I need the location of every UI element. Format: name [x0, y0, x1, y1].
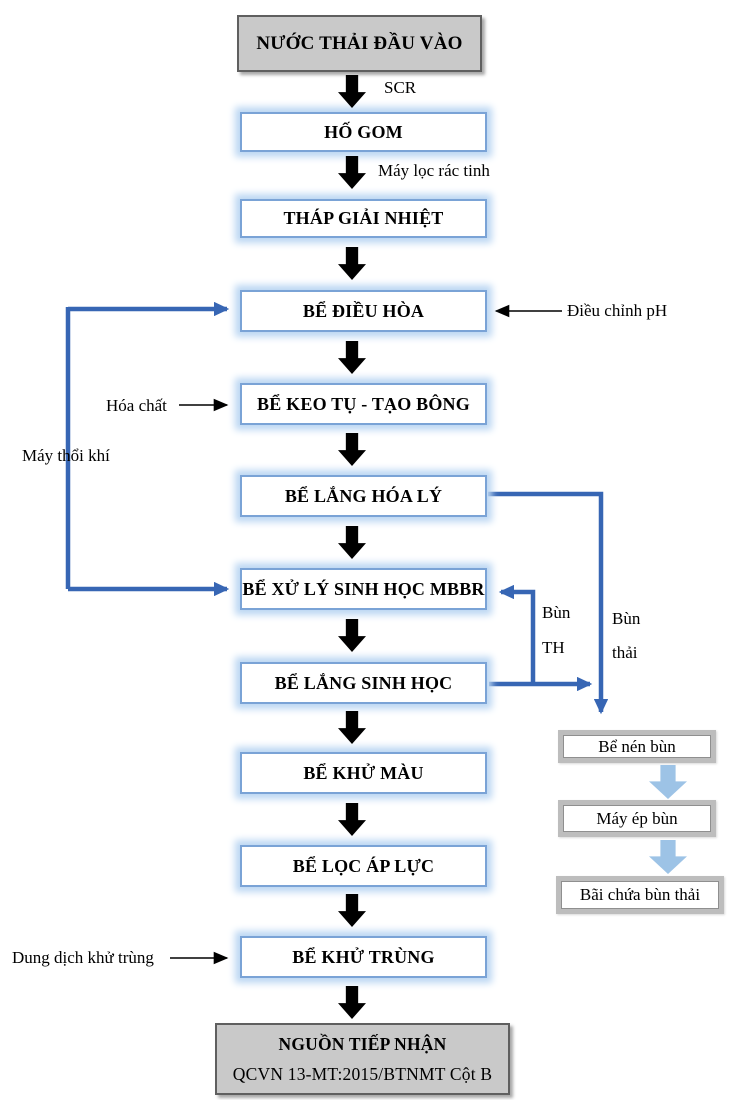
- box-influent: NƯỚC THẢI ĐẦU VÀO: [237, 15, 482, 72]
- box-sludge-thickener-label: Bể nén bùn: [598, 736, 676, 756]
- box-sludge-thickener: Bể nén bùn: [558, 730, 716, 763]
- label-disinfectant: Dung dịch khử trùng: [12, 948, 154, 967]
- label-waste-sludge-line1: Bùn: [612, 609, 641, 628]
- box-mbbr-tank: BỂ XỬ LÝ SINH HỌC MBBR: [240, 568, 487, 610]
- label-scr: SCR: [384, 78, 417, 97]
- box-biological-settling-label: BỂ LẮNG SINH HỌC: [274, 672, 453, 693]
- box-cooling-tower: THÁP GIẢI NHIỆT: [240, 199, 487, 238]
- waste-sludge-line: [488, 491, 609, 715]
- box-sludge-storage-yard: Bãi chứa bùn thải: [556, 876, 724, 914]
- box-mbbr-label: BỂ XỬ LÝ SINH HỌC MBBR: [242, 578, 485, 599]
- label-ph-adjust: Điều chỉnh pH: [567, 301, 668, 320]
- box-receiving-source-standard: QCVN 13-MT:2015/BTNMT Cột B: [232, 1063, 493, 1084]
- box-decolorization-label: BỂ KHỬ MÀU: [303, 762, 424, 783]
- box-collection-pit-label: HỐ GOM: [324, 121, 403, 142]
- box-equalization-tank: BỂ ĐIỀU HÒA: [240, 290, 487, 332]
- box-coagulation-flocculation-label: BỂ KEO TỤ - TẠO BÔNG: [257, 393, 470, 414]
- box-receiving-source-label: NGUỒN TIẾP NHẬN: [278, 1033, 447, 1054]
- box-biological-settling-tank: BỂ LẮNG SINH HỌC: [240, 662, 487, 704]
- box-disinfection-tank: BỂ KHỬ TRÙNG: [240, 936, 487, 978]
- box-cooling-tower-label: THÁP GIẢI NHIỆT: [283, 208, 444, 228]
- box-coagulation-flocculation-tank: BỂ KEO TỤ - TẠO BÔNG: [240, 383, 487, 425]
- box-receiving-source: NGUỒN TIẾP NHẬN QCVN 13-MT:2015/BTNMT Cộ…: [215, 1023, 510, 1095]
- label-fine-screen: Máy lọc rác tinh: [378, 161, 490, 180]
- box-pressure-filter-label: BỂ LỌC ÁP LỰC: [292, 855, 435, 876]
- label-return-sludge-line2: TH: [542, 638, 565, 657]
- box-influent-label: NƯỚC THẢI ĐẦU VÀO: [256, 32, 463, 54]
- box-decolorization-tank: BỂ KHỬ MÀU: [240, 752, 487, 794]
- label-waste-sludge-line2: thải: [612, 643, 638, 662]
- box-sludge-press: Máy ép bùn: [558, 800, 716, 837]
- label-chemicals: Hóa chất: [106, 396, 167, 415]
- box-chemical-settling-label: BỂ LẮNG HÓA LÝ: [284, 485, 443, 506]
- return-sludge-line: [498, 584, 536, 684]
- label-air-blower: Máy thổi khí: [22, 446, 110, 465]
- box-chemical-settling-tank: BỂ LẮNG HÓA LÝ: [240, 475, 487, 517]
- label-return-sludge-line1: Bùn: [542, 603, 571, 622]
- box-sludge-storage-label: Bãi chứa bùn thải: [579, 885, 701, 904]
- box-sludge-press-label: Máy ép bùn: [596, 808, 678, 828]
- box-disinfection-label: BỂ KHỬ TRÙNG: [292, 946, 435, 967]
- box-collection-pit: HỐ GOM: [240, 112, 487, 152]
- box-equalization-tank-label: BỂ ĐIỀU HÒA: [302, 300, 425, 321]
- box-pressure-filter-tank: BỂ LỌC ÁP LỰC: [240, 845, 487, 887]
